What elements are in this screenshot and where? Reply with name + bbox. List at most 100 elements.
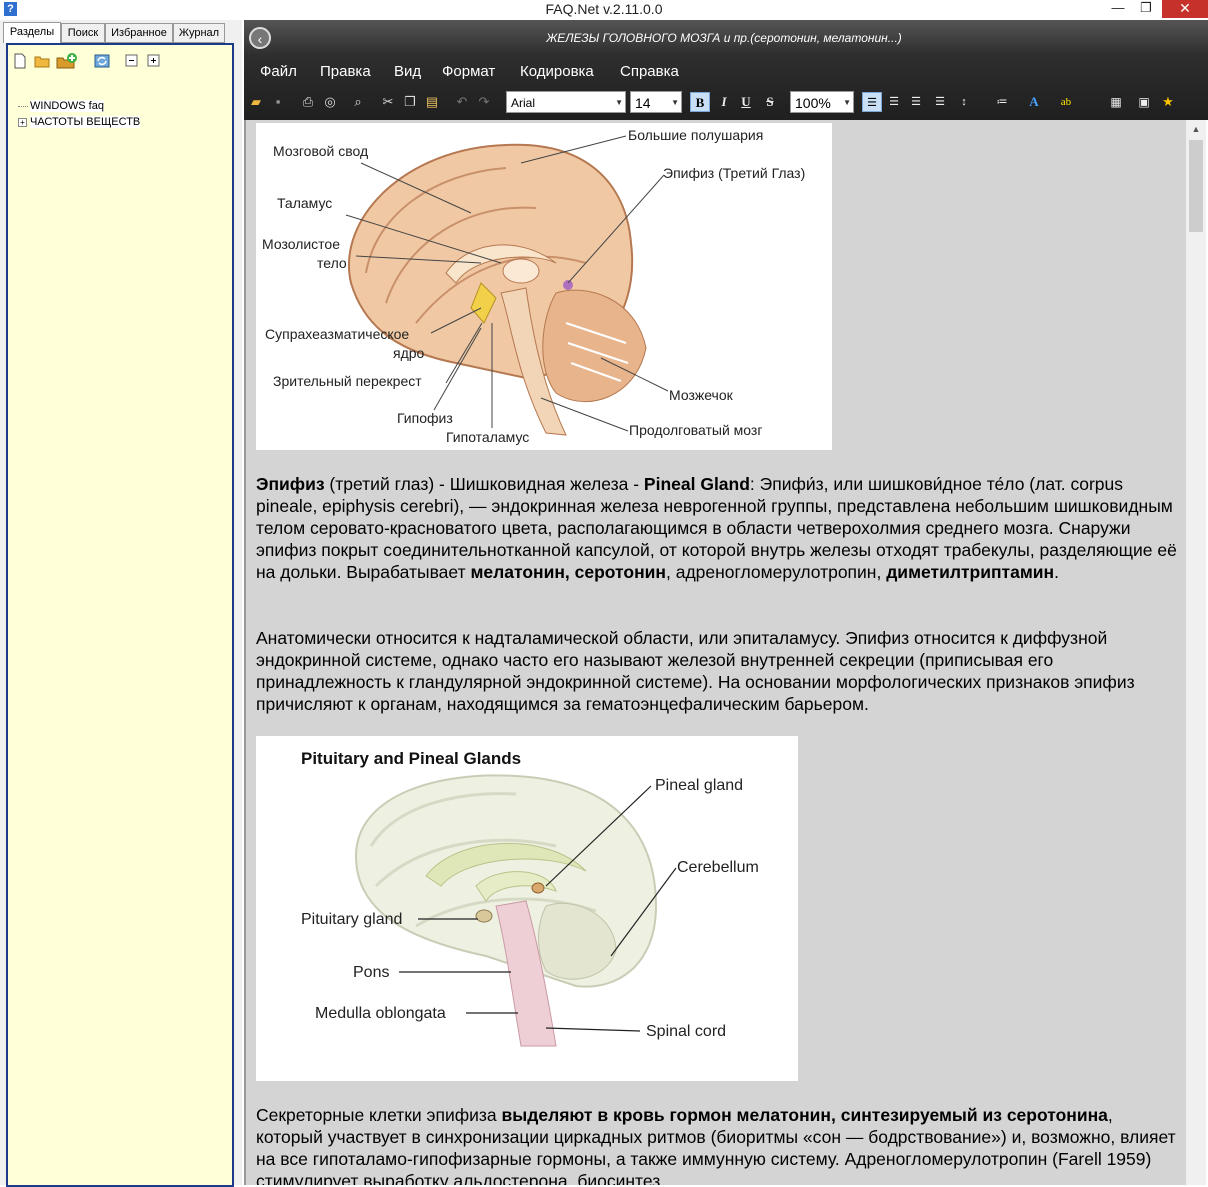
brain-illustration: Большие полушария Мозговой свод Эпифиз (… bbox=[262, 127, 805, 445]
figure1-label: Супрахеазматическое bbox=[265, 326, 409, 342]
menu-encoding[interactable]: Кодировка bbox=[520, 63, 594, 80]
paragraph-2: Анатомически относится к надталамической… bbox=[256, 628, 1135, 714]
title-bar: ? FAQ.Net v.2.11.0.0 — ❐ ✕ bbox=[0, 0, 1208, 20]
font-family-select[interactable]: Arial▼ bbox=[506, 91, 626, 113]
font-size-select[interactable]: 14 ▼ bbox=[630, 91, 682, 113]
bold-term: диметилтриптамин bbox=[886, 562, 1055, 582]
tree-item-label: ЧАСТОТЫ ВЕЩЕСТВ bbox=[30, 116, 141, 128]
editor-header: ‹ ЖЕЛЕЗЫ ГОЛОВНОГО МОЗГА и пр.(серотонин… bbox=[244, 20, 1208, 120]
line-spacing-icon[interactable]: ↕ bbox=[961, 96, 967, 108]
zoom-select[interactable]: 100% ▼ bbox=[790, 91, 854, 113]
tree-item-label: WINDOWS faq bbox=[30, 100, 104, 112]
zoom-value: 100% bbox=[795, 95, 831, 111]
figure1-label: Таламус bbox=[277, 195, 332, 211]
text-span: Секреторные клетки эпифиза bbox=[256, 1105, 502, 1125]
font-color-icon[interactable]: A bbox=[1029, 94, 1039, 109]
paste-icon[interactable]: ▤ bbox=[425, 94, 439, 109]
figure1-label: тело bbox=[317, 255, 347, 271]
menu-help[interactable]: Справка bbox=[620, 63, 679, 80]
find-icon[interactable]: ⌕ bbox=[354, 94, 362, 109]
tab-search[interactable]: Поиск bbox=[61, 23, 105, 43]
bold-term: выделяют в кровь гормон мелатонин, синте… bbox=[501, 1105, 1108, 1125]
menu-view[interactable]: Вид bbox=[394, 63, 422, 80]
undo-icon[interactable]: ↶ bbox=[456, 94, 468, 109]
text-span: : Эпифи́з, или шишкови́дное те́ло (лат. … bbox=[256, 474, 1177, 582]
redo-icon[interactable]: ↷ bbox=[478, 94, 490, 109]
tab-journal[interactable]: Журнал bbox=[173, 23, 225, 43]
figure1-label: Гипофиз bbox=[397, 410, 453, 426]
figure1-label: Гипоталамус bbox=[446, 429, 529, 445]
vertical-scrollbar[interactable]: ▲ bbox=[1186, 120, 1206, 1185]
bold-term: Эпифиз bbox=[256, 474, 325, 494]
align-left-icon[interactable]: ☰ bbox=[862, 92, 882, 112]
document-content[interactable]: Большие полушария Мозговой свод Эпифиз (… bbox=[244, 120, 1186, 1185]
tab-favorites[interactable]: Избранное bbox=[105, 23, 173, 43]
copy-icon[interactable]: ❐ bbox=[404, 94, 416, 109]
font-size-value: 14 bbox=[635, 95, 651, 111]
new-document-icon[interactable] bbox=[12, 53, 28, 69]
app-icon: ? bbox=[4, 2, 17, 16]
font-family-value: Arial bbox=[511, 96, 536, 110]
section-tree: WINDOWS faq +ЧАСТОТЫ ВЕЩЕСТВ bbox=[6, 43, 234, 1187]
italic-button[interactable]: I bbox=[721, 94, 727, 109]
back-button[interactable]: ‹ bbox=[249, 27, 271, 49]
add-folder-icon[interactable] bbox=[56, 53, 78, 69]
strikethrough-button[interactable]: S bbox=[766, 94, 774, 109]
menu-format[interactable]: Формат bbox=[442, 63, 496, 80]
figure1-label: Эпифиз (Третий Глаз) bbox=[663, 165, 805, 181]
tab-sections[interactable]: Разделы bbox=[3, 22, 61, 43]
sidebar: Разделы Поиск Избранное Журнал WINDOWS f… bbox=[0, 20, 242, 1187]
maximize-button[interactable]: ❐ bbox=[1140, 0, 1152, 15]
collapse-all-icon[interactable] bbox=[124, 53, 140, 69]
figure1-label: Мозолистое bbox=[262, 236, 340, 252]
bold-button[interactable]: B bbox=[690, 92, 710, 112]
paragraph-3: Секреторные клетки эпифиза выделяют в кр… bbox=[256, 1104, 1181, 1185]
print-preview-icon[interactable]: ◎ bbox=[324, 94, 336, 109]
print-icon[interactable]: ⎙ bbox=[302, 94, 314, 109]
open-icon[interactable]: ▰ bbox=[251, 94, 261, 109]
insert-table-icon[interactable]: ▦ bbox=[1110, 95, 1122, 109]
open-folder-icon[interactable] bbox=[34, 53, 50, 69]
menu-file[interactable]: Файл bbox=[260, 63, 297, 80]
menu-edit[interactable]: Правка bbox=[320, 63, 371, 80]
save-icon[interactable]: ▪ bbox=[275, 94, 281, 109]
highlight-icon[interactable]: ab bbox=[1060, 96, 1072, 108]
dropdown-arrow-icon: ▼ bbox=[843, 98, 851, 107]
insert-image-icon[interactable]: ▣ bbox=[1138, 95, 1150, 109]
tree-item[interactable]: +ЧАСТОТЫ ВЕЩЕСТВ bbox=[18, 116, 141, 128]
bold-term: Pineal Gland bbox=[643, 474, 750, 494]
figure2-label: Pons bbox=[353, 964, 389, 981]
favorite-star-icon[interactable]: ★ bbox=[1162, 94, 1174, 109]
document-title: ЖЕЛЕЗЫ ГОЛОВНОГО МОЗГА и пр.(серотонин, … bbox=[546, 31, 902, 45]
brain-illustration: Pituitary and Pineal Glands Pineal gland… bbox=[301, 749, 759, 1047]
text-span: (третий глаз) - Шишковидная железа - bbox=[324, 474, 644, 494]
expand-icon[interactable]: + bbox=[18, 117, 27, 127]
figure2-label: Pineal gland bbox=[655, 777, 743, 794]
figure1-label: ядро bbox=[393, 345, 425, 361]
figure1-label: Большие полушария bbox=[628, 127, 763, 143]
minimize-button[interactable]: — bbox=[1111, 0, 1125, 15]
align-right-icon[interactable]: ☰ bbox=[911, 96, 921, 108]
align-justify-icon[interactable]: ☰ bbox=[935, 96, 945, 108]
bullet-list-icon[interactable]: ≔ bbox=[996, 96, 1008, 108]
brain-diagram-ru: Большие полушария Мозговой свод Эпифиз (… bbox=[256, 123, 832, 450]
pituitary-pineal-diagram: Pituitary and Pineal Glands Pineal gland… bbox=[256, 736, 798, 1081]
text-span: , адреногломерулотропин, bbox=[665, 562, 887, 582]
figure2-label: Pituitary gland bbox=[301, 911, 402, 928]
tree-item[interactable]: WINDOWS faq bbox=[18, 100, 104, 112]
cut-icon[interactable]: ✂ bbox=[382, 94, 394, 109]
figure2-title: Pituitary and Pineal Glands bbox=[301, 749, 521, 768]
bold-term: мелатонин, серотонин bbox=[470, 562, 666, 582]
refresh-icon[interactable] bbox=[94, 53, 110, 69]
tree-connector bbox=[18, 105, 28, 107]
scroll-up-icon[interactable]: ▲ bbox=[1191, 124, 1201, 134]
align-center-icon[interactable]: ☰ bbox=[889, 96, 899, 108]
dropdown-arrow-icon: ▼ bbox=[671, 98, 679, 107]
scroll-thumb[interactable] bbox=[1189, 140, 1203, 232]
expand-all-icon[interactable] bbox=[146, 53, 162, 69]
paragraph-1: Эпифиз (третий глаз) - Шишковидная желез… bbox=[256, 473, 1181, 583]
close-button[interactable]: ✕ bbox=[1162, 0, 1208, 18]
format-toolbar: ▰ ▪ ⎙ ◎ ⌕ ✂ ❐ ▤ ↶ ↷ Arial▼ 14▼ B I U S 1… bbox=[244, 89, 1208, 117]
underline-button[interactable]: U bbox=[741, 94, 751, 109]
figure1-label: Зрительный перекрест bbox=[273, 373, 422, 389]
